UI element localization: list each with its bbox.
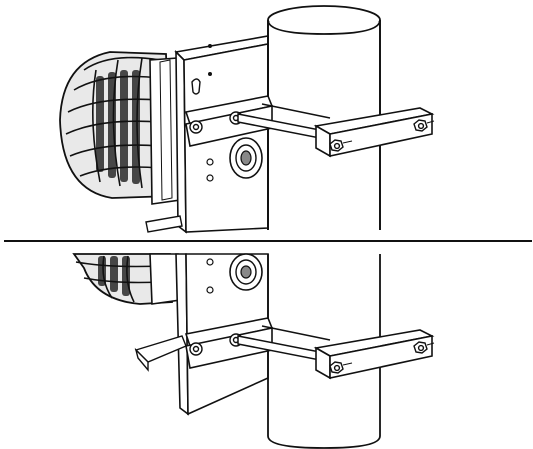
beacon-lamp-lower [72,253,181,305]
beacon-lamp [59,51,181,205]
upper-view [59,5,435,234]
lower-view [72,253,435,449]
